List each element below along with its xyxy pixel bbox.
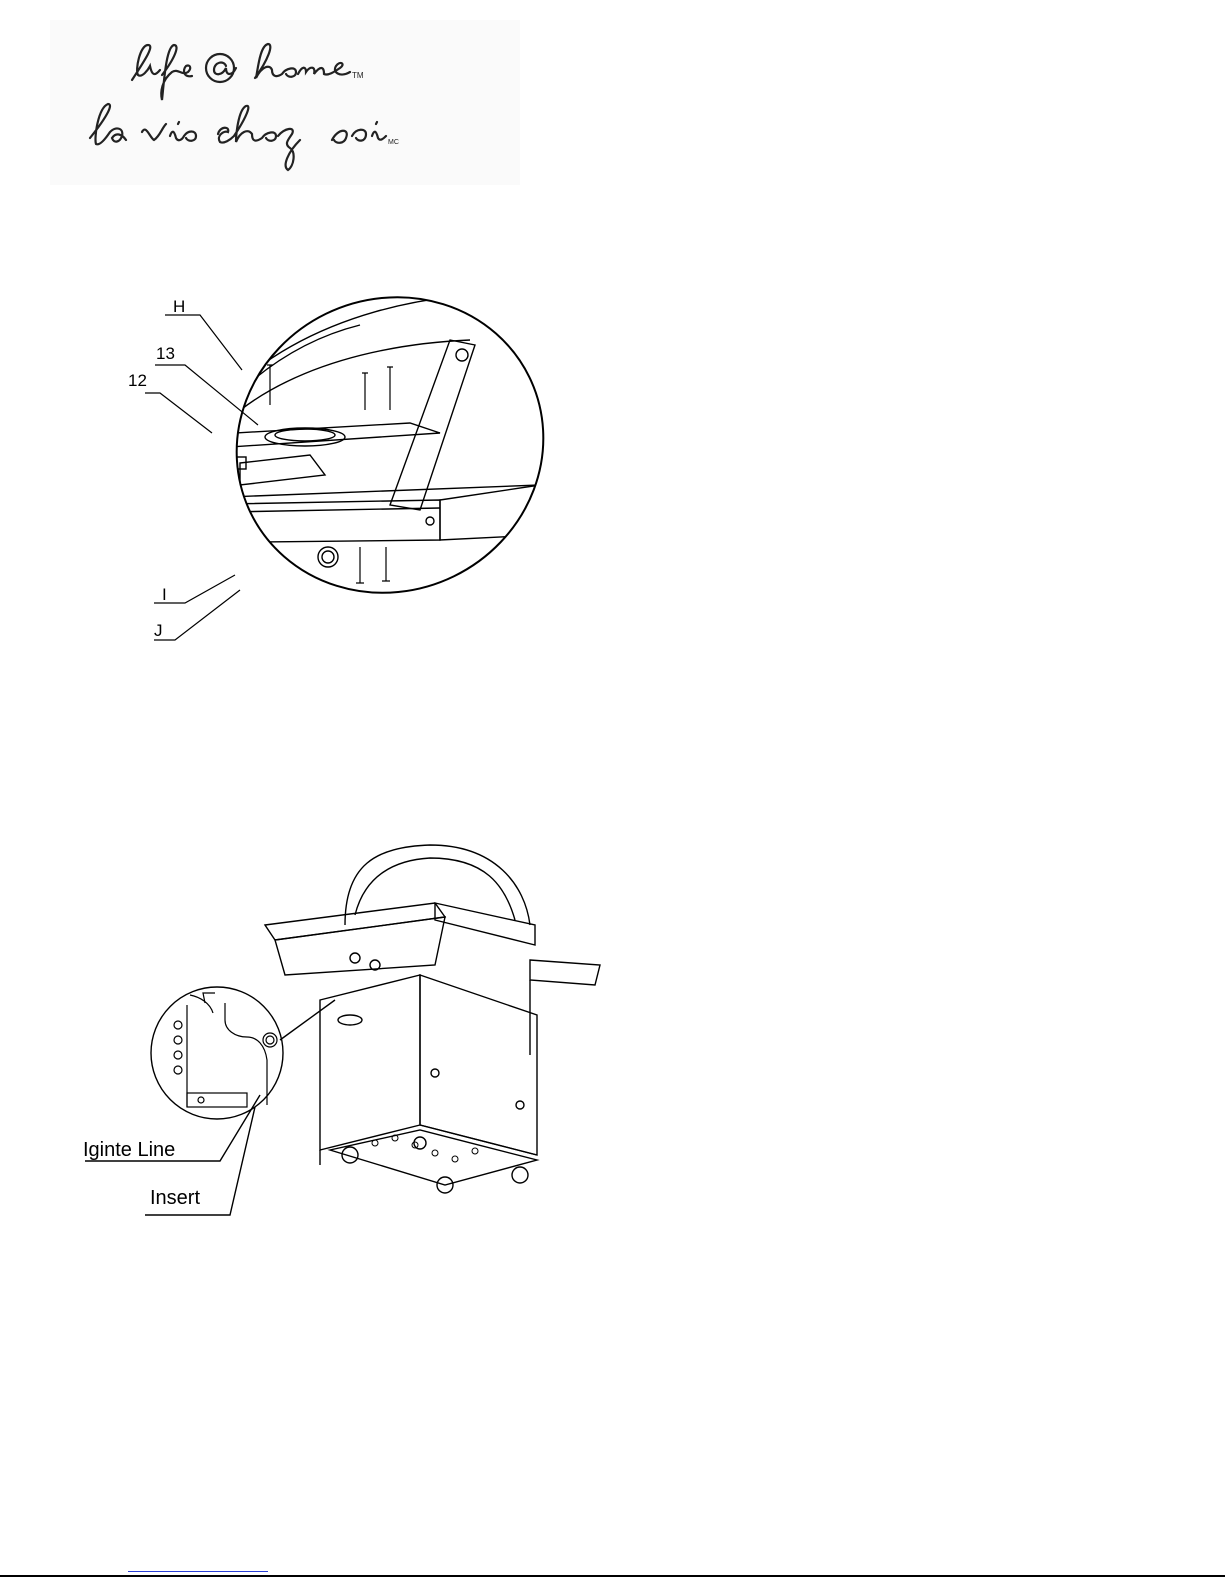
callout-j: J [154,622,163,639]
ignite-line-drawing [75,825,610,1225]
callout-i: I [162,586,167,603]
footer-link-underline[interactable] [128,1571,268,1572]
trademark-mark: TM [352,71,364,80]
callout-13: 13 [156,345,175,362]
brand-logo: TM MC [50,20,520,185]
marque-de-commerce-mark: MC [388,139,399,146]
side-burner-assembly-figure: H 13 12 I J [140,285,560,645]
side-burner-assembly-drawing [140,285,560,645]
callout-ignite-line: Iginte Line [83,1140,175,1160]
footer-divider [0,1575,1225,1577]
callout-h: H [173,298,185,315]
callout-12: 12 [128,372,147,389]
brand-logo-image: TM MC [50,20,520,185]
callout-insert: Insert [150,1188,200,1208]
ignite-line-figure: Iginte Line Insert [75,825,610,1225]
